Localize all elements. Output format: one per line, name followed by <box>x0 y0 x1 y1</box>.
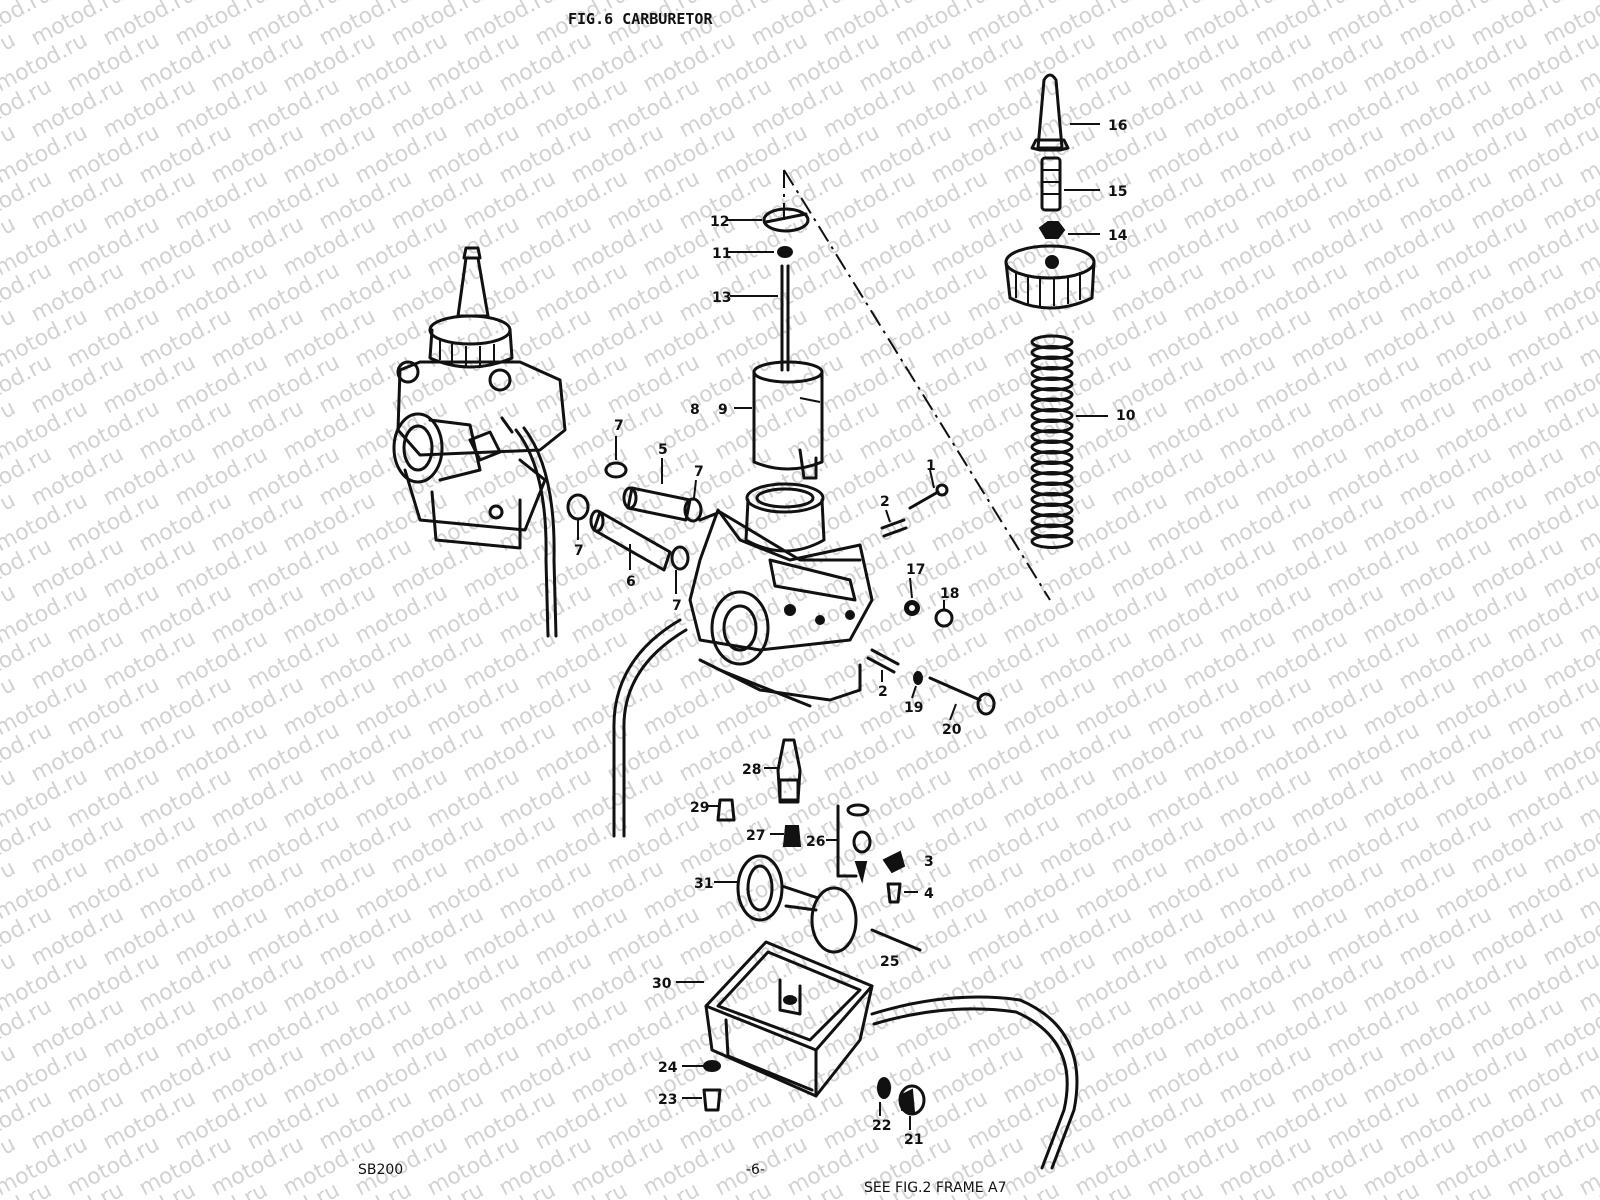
part-number-6: 6 <box>626 574 636 590</box>
cross-reference-note: SEE FIG.2 FRAME A7 <box>864 1180 1007 1196</box>
part-number-28: 28 <box>742 762 761 778</box>
part-number-25: 25 <box>880 954 899 970</box>
pipes-and-orings <box>566 461 703 572</box>
part-number-29: 29 <box>690 800 709 816</box>
part-number-2: 2 <box>878 684 888 700</box>
part-number-7: 7 <box>574 543 584 559</box>
return-spring <box>1030 334 1074 549</box>
center-carburetor-body <box>688 482 874 708</box>
lower-small-parts <box>716 738 922 954</box>
part-number-11: 11 <box>712 246 731 262</box>
part-number-9: 9 <box>718 402 728 418</box>
leader-line <box>885 509 891 523</box>
page-number: -6- <box>746 1162 765 1178</box>
part-number-4: 4 <box>924 886 934 902</box>
part-number-2: 2 <box>880 494 890 510</box>
part-number-10: 10 <box>1116 408 1136 424</box>
part-number-12: 12 <box>710 214 729 230</box>
part-number-16: 16 <box>1108 118 1127 134</box>
throttle-stack <box>1004 73 1096 549</box>
part-number-27: 27 <box>746 828 765 844</box>
part-number-17: 17 <box>906 562 925 578</box>
part-number-20: 20 <box>942 722 962 738</box>
part-number-21: 21 <box>904 1132 923 1148</box>
part-number-19: 19 <box>904 700 923 716</box>
part-number-30: 30 <box>652 976 672 992</box>
model-code: SB200 <box>358 1162 403 1178</box>
spring-coil <box>1030 534 1074 549</box>
part-number-13: 13 <box>712 290 731 306</box>
part-number-1: 1 <box>926 458 936 474</box>
slide-parts <box>752 207 824 480</box>
part-number-22: 22 <box>872 1118 891 1134</box>
assembly-guide-line <box>783 169 1051 601</box>
part-number-15: 15 <box>1108 184 1127 200</box>
watermark-text: motod.ru <box>1575 0 1600 5</box>
part-number-3: 3 <box>924 854 934 870</box>
fuel-hose <box>612 618 682 838</box>
leader-line <box>909 577 913 599</box>
part-number-7: 7 <box>694 464 704 480</box>
part-number-31: 31 <box>694 876 713 892</box>
assembled-carburetor <box>392 246 567 638</box>
part-number-24: 24 <box>658 1060 678 1076</box>
small-screws <box>866 483 996 716</box>
part-number-8: 8 <box>690 402 700 418</box>
part-number-7: 7 <box>672 598 682 614</box>
part-number-14: 14 <box>1108 228 1128 244</box>
part-number-5: 5 <box>658 442 668 458</box>
leader-line <box>911 685 917 699</box>
leader-line <box>929 469 935 489</box>
part-number-26: 26 <box>806 834 825 850</box>
float-bowl <box>702 940 1079 1170</box>
part-number-7: 7 <box>614 418 624 434</box>
part-number-23: 23 <box>658 1092 677 1108</box>
part-number-18: 18 <box>940 586 959 602</box>
figure-title: FIG.6 CARBURETOR <box>568 10 713 28</box>
leader-line <box>949 703 957 721</box>
leader-line <box>693 479 697 499</box>
